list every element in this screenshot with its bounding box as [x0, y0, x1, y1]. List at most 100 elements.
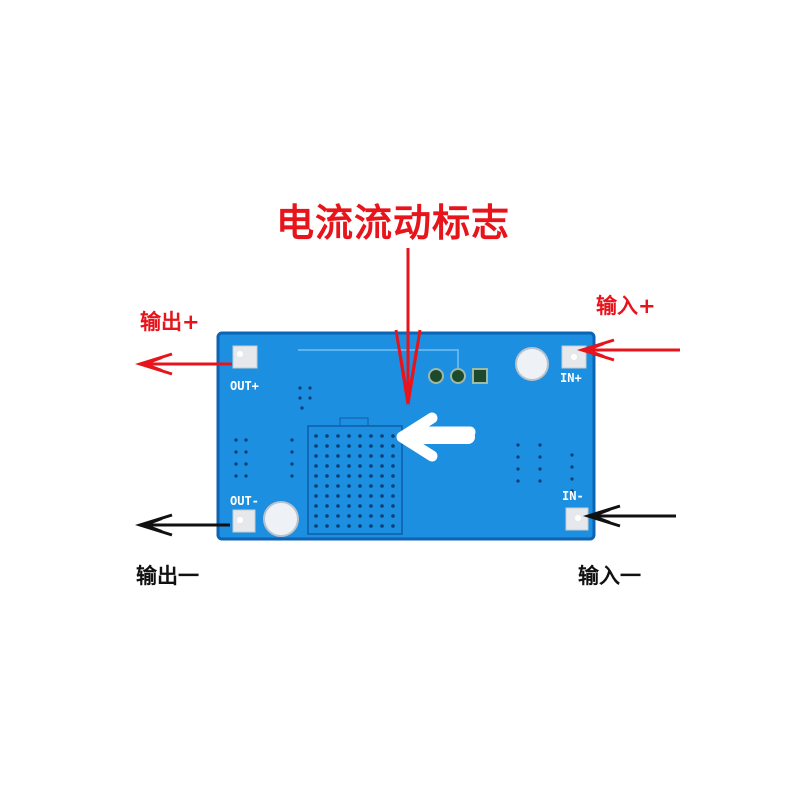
via-dot [358, 474, 362, 478]
arrow-head-inner [591, 509, 611, 523]
silk-out-minus: OUT- [230, 494, 259, 508]
via-dot [336, 494, 340, 498]
via-dot [347, 474, 351, 478]
via-dot [314, 454, 318, 458]
via-dot [347, 454, 351, 458]
via-dot [369, 454, 373, 458]
input-plus-label: 输入+ [596, 294, 656, 318]
via-dot [325, 474, 329, 478]
via-dot [358, 514, 362, 518]
capacitor-in [515, 347, 549, 381]
via-dot [347, 504, 351, 508]
via-dot [391, 514, 395, 518]
silk-in-minus: IN- [562, 489, 584, 503]
via-dot [290, 474, 294, 478]
via-dot [516, 479, 520, 483]
via-dot [358, 504, 362, 508]
via-dot [391, 444, 395, 448]
via-dot [380, 434, 384, 438]
via-dot [369, 504, 373, 508]
via-dot [380, 484, 384, 488]
via-dot [336, 514, 340, 518]
arrow-head-inner [143, 357, 163, 371]
via-dot [244, 450, 248, 454]
via-dot [358, 444, 362, 448]
via-dot [290, 450, 294, 454]
via-grid [314, 434, 395, 528]
via-dot [336, 464, 340, 468]
via-dots [234, 386, 574, 493]
component-tab [339, 417, 369, 427]
via-dot [358, 484, 362, 488]
via-dot [347, 514, 351, 518]
via-dot [358, 524, 362, 528]
via-dot [336, 524, 340, 528]
via-dot [538, 455, 542, 459]
via-dot [538, 467, 542, 471]
via-dot [314, 434, 318, 438]
via-dot [298, 386, 302, 390]
via-dot [244, 474, 248, 478]
via-dot [380, 524, 384, 528]
pot-pin-3 [472, 368, 488, 384]
via-dot [325, 444, 329, 448]
via-dot [347, 524, 351, 528]
via-dot [325, 514, 329, 518]
via-dot [314, 514, 318, 518]
via-dot [314, 524, 318, 528]
via-dot [300, 406, 304, 410]
via-dot [336, 474, 340, 478]
input-minus-arrow-icon [582, 504, 676, 528]
output-plus-arrow-icon [134, 352, 232, 376]
via-dot [570, 477, 574, 481]
via-dot [570, 453, 574, 457]
via-dot [369, 444, 373, 448]
via-dot [516, 443, 520, 447]
via-dot [380, 514, 384, 518]
via-dot [325, 434, 329, 438]
via-dot [325, 524, 329, 528]
via-dot [244, 462, 248, 466]
via-dot [325, 454, 329, 458]
silk-in-plus: IN+ [560, 371, 582, 385]
via-dot [325, 464, 329, 468]
via-dot [325, 504, 329, 508]
via-dot [314, 474, 318, 478]
output-minus-arrow-icon [134, 513, 230, 537]
via-dot [369, 494, 373, 498]
current-flow-title: 电流流动标志 [276, 201, 511, 245]
via-dot [380, 454, 384, 458]
via-dot [380, 494, 384, 498]
via-dot [290, 462, 294, 466]
pad-hole [575, 515, 581, 521]
via-dot [358, 434, 362, 438]
via-dot [314, 464, 318, 468]
via-dot [358, 494, 362, 498]
via-dot [234, 474, 238, 478]
output-minus-label: 输出一 [136, 564, 199, 588]
via-dot [314, 444, 318, 448]
via-dot [290, 438, 294, 442]
input-minus-label: 输入一 [578, 564, 641, 588]
via-dot [391, 504, 395, 508]
pot-pin-2 [450, 368, 466, 384]
via-dot [298, 396, 302, 400]
pot-pin-1 [428, 368, 444, 384]
via-dot [369, 434, 373, 438]
via-dot [391, 524, 395, 528]
pcb-trace [298, 349, 459, 368]
via-dot [391, 434, 395, 438]
via-dot [369, 514, 373, 518]
via-dot [391, 454, 395, 458]
pointer-down-arrow-icon [394, 248, 422, 405]
via-dot [358, 464, 362, 468]
pad-out-minus [232, 509, 256, 533]
via-dot [325, 494, 329, 498]
via-dot [234, 438, 238, 442]
via-dot [391, 464, 395, 468]
pad-hole [571, 354, 577, 360]
via-dot [308, 386, 312, 390]
via-dot [314, 504, 318, 508]
via-dot [380, 464, 384, 468]
via-dot [234, 462, 238, 466]
